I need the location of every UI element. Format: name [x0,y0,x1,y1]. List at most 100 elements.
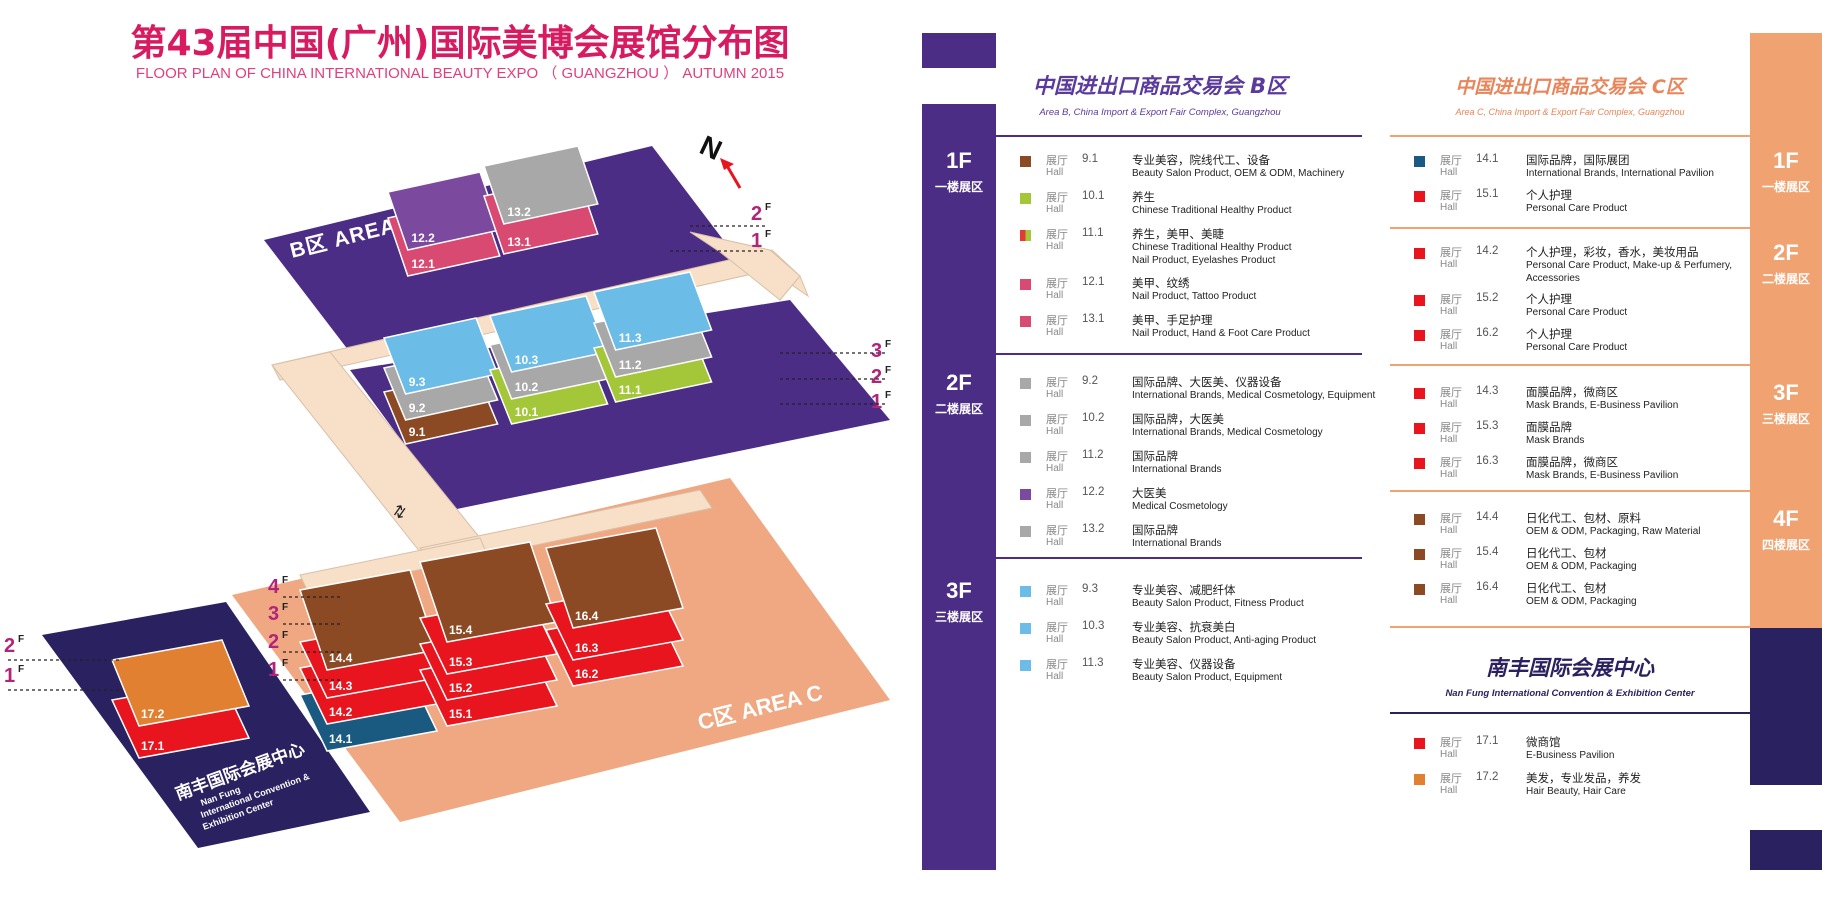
category-cn: 日化代工、包材、原料 [1526,511,1641,525]
hall-en-label: Hall [1046,426,1064,437]
category-en: Nail Product, Tattoo Product [1132,291,1257,302]
category-en: OEM & ODM, Packaging [1526,561,1637,572]
hall-number: 17.1 [1476,735,1499,747]
category-en: International Brands [1132,538,1222,549]
category-cn: 国际品牌 [1132,449,1178,463]
hall-cn-label: 展厅 [1046,487,1068,500]
hall-cn-label: 展厅 [1046,376,1068,389]
swatch [1020,156,1031,167]
category-en: International Brands [1132,464,1222,475]
floor-label: 四楼展区 [1761,538,1810,552]
floor-label: 二楼展区 [934,402,983,416]
hall-en-label: Hall [1440,560,1458,571]
hall-cn-label: 展厅 [1046,277,1068,290]
hall-number: 17.2 [1476,771,1499,783]
category-cn: 大医美 [1132,486,1167,500]
hall-number: 15.2 [1476,292,1499,304]
category-cn: 养生 [1132,190,1155,204]
hall-en-label: Hall [1046,634,1064,645]
swatch [1020,279,1031,290]
hall-number: 14.1 [1476,153,1499,165]
zone-b-title: 中国进出口商品交易会 B区 [1032,74,1288,98]
category-en: Chinese Traditional Healthy Product [1132,205,1292,216]
hall-number: 10.3 [1082,620,1105,632]
hall-en-label: Hall [1440,306,1458,317]
swatch [1020,452,1031,463]
hall-number: 12.1 [1082,276,1105,288]
zone-c-title: 中国进出口商品交易会 C区 [1455,76,1685,98]
hall-en-label: Hall [1046,389,1064,400]
hall-cn-label: 展厅 [1440,386,1462,399]
hall-number: 9.3 [1082,583,1098,595]
floor-label: 三楼展区 [934,610,983,624]
hall-cn-label: 展厅 [1440,293,1462,306]
swatch [1414,458,1425,469]
category-cn: 专业美容，院线代工、设备 [1132,153,1270,167]
category-en: Personal Care Product [1526,307,1628,318]
floor-number: 1F [1773,148,1799,173]
floor-label: 一楼展区 [1761,180,1810,194]
category-en: OEM & ODM, Packaging [1526,596,1637,607]
swatch [1414,156,1425,167]
hall-number: 9.2 [1082,375,1098,387]
hall-en-label: Hall [1440,202,1458,213]
hall-label: 14.2 [329,705,353,719]
hall-label: 12.1 [411,257,435,271]
hall-cn-label: 展厅 [1046,154,1068,167]
category-en: Mask Brands, E-Business Pavilion [1526,470,1679,481]
swatch [1414,248,1425,259]
hall-number: 10.2 [1082,412,1105,424]
hall-cn-label: 展厅 [1046,228,1068,241]
north-arrowhead-icon [720,158,734,170]
hall-label: 10.1 [515,405,539,419]
marker-b2-2f-sub: F [885,365,891,376]
category-cn: 面膜品牌 [1526,420,1572,434]
hall-number: 14.3 [1476,385,1499,397]
category-en: Beauty Salon Product, Anti-aging Product [1132,635,1317,646]
hall-label: 14.4 [329,651,353,665]
swatch [1414,388,1425,399]
floor-plan-map: N B区 AREA B C区 AREA C ⇄ 南丰国际会展中心 Nan Fun… [4,130,891,848]
swatch [1414,549,1425,560]
hall-cn-label: 展厅 [1046,584,1068,597]
floor-label: 一楼展区 [934,180,983,194]
hall-cn-label: 展厅 [1440,189,1462,202]
swatch [1020,316,1031,327]
hall-cn-label: 展厅 [1440,246,1462,259]
marker-b2-3f-sub: F [885,339,891,350]
category-cn: 美发，专业发品，养发 [1526,771,1641,785]
floor-label: 三楼展区 [1761,412,1810,426]
hall-number: 12.2 [1082,486,1105,498]
category-en: Personal Care Product [1526,342,1628,353]
category-cn: 美甲、手足护理 [1132,313,1213,327]
category-en: Mask Brands [1526,435,1585,446]
hall-label: 10.3 [515,353,539,367]
hall-en-label: Hall [1440,341,1458,352]
floor-tab-1f: 1F 一楼展区 [1750,148,1822,195]
zone-n-title: 南丰国际会展中心 [1486,656,1654,680]
hall-en-label: Hall [1440,259,1458,270]
swatch [1020,623,1031,634]
zone-c-rule [1390,227,1822,229]
hall-cn-label: 展厅 [1440,582,1462,595]
hall-en-label: Hall [1046,463,1064,474]
hall-cn-label: 展厅 [1440,736,1462,749]
hall-number: 16.4 [1476,581,1499,593]
zone-n-band-notch [1750,785,1822,830]
zone-b-rule [922,135,1362,137]
hall-cn-label: 展厅 [1046,450,1068,463]
zone-c-band [1750,33,1822,628]
